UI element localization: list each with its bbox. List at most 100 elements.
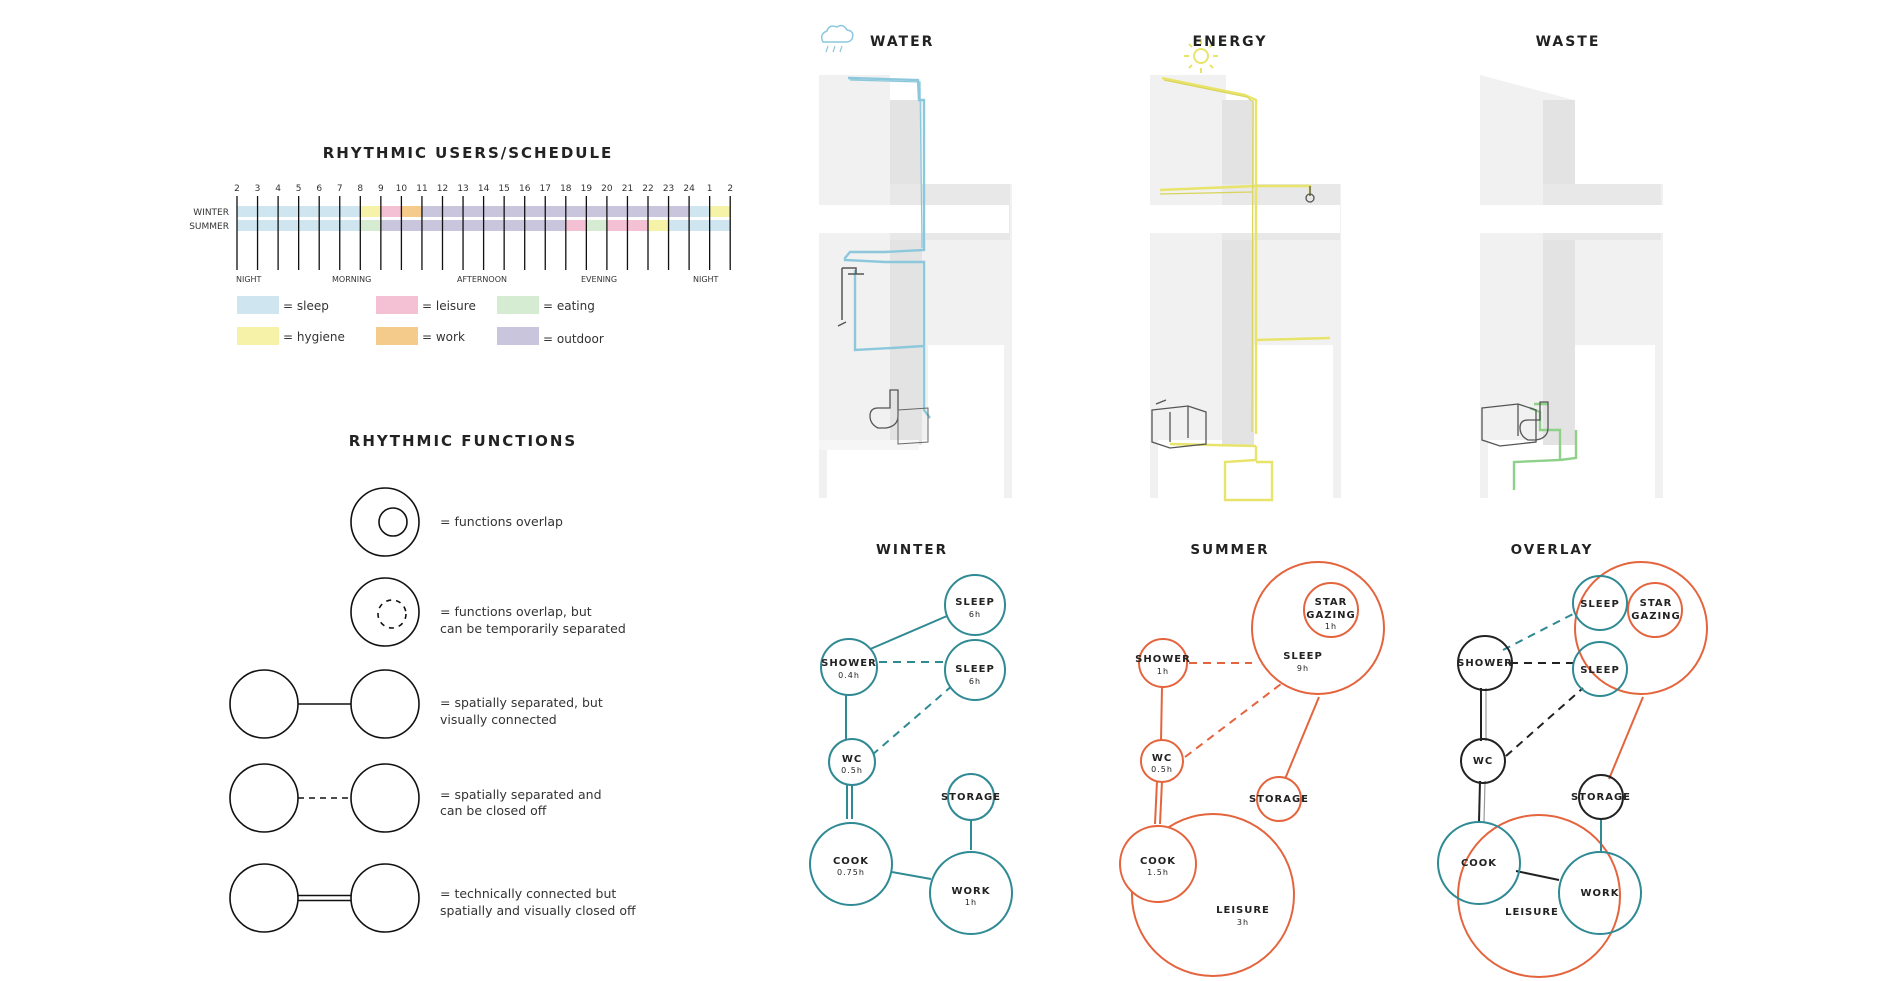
overlay-summer-leisure-bubble [1457,814,1621,978]
schedule-cell-summer [689,220,711,231]
legend-label-hygiene: = hygiene [283,330,345,344]
legend-label-work: = work [422,330,465,344]
winter-storage-label: STORAGE [941,792,1001,803]
summer-shower-bubble [1138,638,1188,688]
hour-label: 16 [519,184,531,194]
schedule-cell-winter [298,206,320,217]
temp-outer-circle [350,577,420,647]
period-morning: MORNING [332,275,371,284]
schedule-cell-winter [483,206,505,217]
schedule-cell-summer [648,220,670,231]
schedule-cell-summer [463,220,485,231]
winter-sleep2-bubble [944,639,1006,701]
water-pipe-double [849,79,923,249]
winter-shower-sleep1-link [867,615,948,651]
overlay-shower-bubble [1457,635,1513,691]
schedule-bars [237,206,731,231]
summer-shower-wc-link [1160,686,1163,742]
overlay-cook-work-link [1515,870,1560,881]
functions-legend-technically-connected: = technically connected but spatially an… [229,863,636,933]
summer-shower-label: SHOWER [1135,654,1191,665]
winter-sleep1-label: SLEEP [955,597,995,608]
summer-title: SUMMER [1190,542,1269,558]
hour-label: 7 [337,184,343,194]
schedule-cell-winter [442,206,464,217]
legend-swatch-work [376,327,418,345]
overlay-leisure-label: LEISURE [1505,907,1559,918]
overlay-shower-sleep1-link [1502,611,1578,651]
functions-text-5b: spatially and visually closed off [440,903,636,918]
winter-shower-bubble [820,638,878,696]
summer-star-label-1: STAR [1315,597,1348,608]
winter-cook-label: COOK [833,856,869,867]
winter-shower-label: SHOWER [821,658,877,669]
winter-wc-sleep2-link [871,684,954,756]
winter-cook-hours: 0.75h [837,868,865,877]
hour-label: 14 [478,184,490,194]
legend-swatch-sleep [237,296,279,314]
schedule-cell-winter [565,206,587,217]
functions-section: RHYTHMIC FUNCTIONS = functions overlap =… [229,432,636,933]
summer-leisure-hours: 3h [1237,918,1249,927]
row-label-winter: WINTER [193,208,229,218]
pair-b-circle [350,669,420,739]
system-energy: ENERGY [1150,34,1341,502]
summer-sleep-bubble [1251,561,1385,695]
winter-sleep1-bubble [944,574,1006,636]
period-night-1: NIGHT [236,275,262,284]
winter-work-bubble [929,851,1013,935]
temp-inner-dashed-circle [377,599,407,629]
schedule-cell-summer [380,220,402,231]
overlay-sleep1-bubble [1572,575,1628,631]
winter-title: WINTER [876,542,948,558]
schedule-cell-summer [319,220,341,231]
schedule-title: RHYTHMIC USERS/SCHEDULE [323,144,614,162]
overlay-wc-bubble [1460,738,1506,784]
pair-a-circle [229,669,299,739]
winter-cook-bubble [809,822,893,906]
schedule-cell-summer [606,220,628,231]
sun-rays [1184,39,1218,73]
overlay-sleep-storage-link [1608,696,1644,780]
schedule-cell-summer [586,220,608,231]
shower-icon [837,267,864,327]
overlay-wc-label: WC [1473,756,1493,767]
summer-wc-sleep-link [1184,683,1282,758]
overlay-summer-sleep-bubble [1574,561,1708,695]
schedule-cell-summer [421,220,443,231]
winter-sleep2-label: SLEEP [955,664,995,675]
hour-label: 20 [601,184,613,194]
waste-building-section [1480,75,1670,498]
hour-label: 11 [416,184,427,194]
schedule-cell-winter [380,206,402,217]
water-building-section [819,75,1012,498]
stove-icon [1151,399,1207,449]
functions-title: RHYTHMIC FUNCTIONS [349,432,577,450]
functions-text-1: = functions overlap [440,514,563,529]
legend-swatch-outdoor [497,327,539,345]
overlay-wc-cook-link-a [1478,780,1481,823]
pair-f-circle [350,863,420,933]
waste-stove-icon [1481,403,1537,447]
winter-storage-bubble [947,773,995,821]
functions-text-3b: visually connected [440,712,557,727]
summer-bubble-diagram: SUMMER STAR GAZING 1h SLEEP 9h SHOWER 1h… [1119,542,1385,977]
summer-wc-bubble [1140,739,1184,783]
summer-star-hours: 1h [1325,622,1337,631]
functions-text-3a: = spatially separated, but [440,695,603,710]
schedule-legend: = sleep = leisure = eating = hygiene = w… [237,296,604,346]
winter-wc-bubble [828,738,876,786]
summer-wc-cook-link-a [1154,780,1158,825]
schedule-cell-winter [668,206,690,217]
winter-work-label: WORK [952,886,991,897]
summer-leisure-label: LEISURE [1216,905,1270,916]
summer-cook-bubble [1119,825,1197,903]
sink-icon [897,407,929,445]
summer-wc-label: WC [1152,753,1172,764]
energy-cable [1159,76,1331,502]
hour-label: 23 [663,184,674,194]
summer-star-label-2: GAZING [1306,610,1356,621]
functions-text-5a: = technically connected but [440,886,616,901]
